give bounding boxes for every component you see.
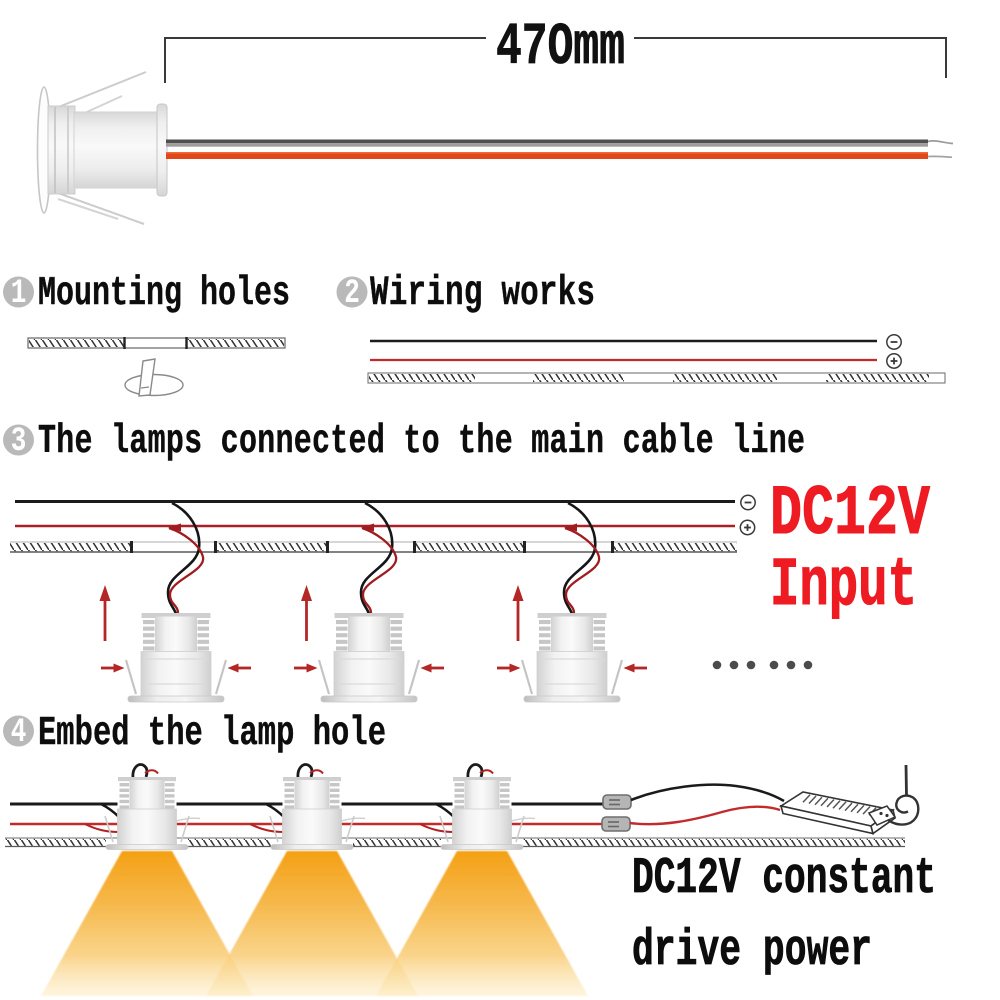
svg-text:DC12V: DC12V [770, 474, 930, 554]
svg-text:DC12V constant: DC12V constant [632, 851, 936, 909]
svg-text:3: 3 [11, 423, 27, 461]
svg-text:The lamps connected to the mai: The lamps connected to the main cable li… [38, 418, 805, 465]
svg-text:2: 2 [344, 275, 360, 313]
svg-text:47Omm: 47Omm [496, 14, 625, 82]
svg-text:drive power: drive power [632, 923, 872, 981]
svg-text:Mounting holes: Mounting holes [38, 270, 290, 317]
svg-text:1: 1 [11, 275, 27, 313]
svg-text:Embed the lamp hole: Embed the lamp hole [38, 710, 386, 757]
svg-text:Wiring works: Wiring works [370, 270, 595, 318]
svg-text:4: 4 [11, 714, 27, 752]
svg-text:Input: Input [770, 546, 917, 624]
